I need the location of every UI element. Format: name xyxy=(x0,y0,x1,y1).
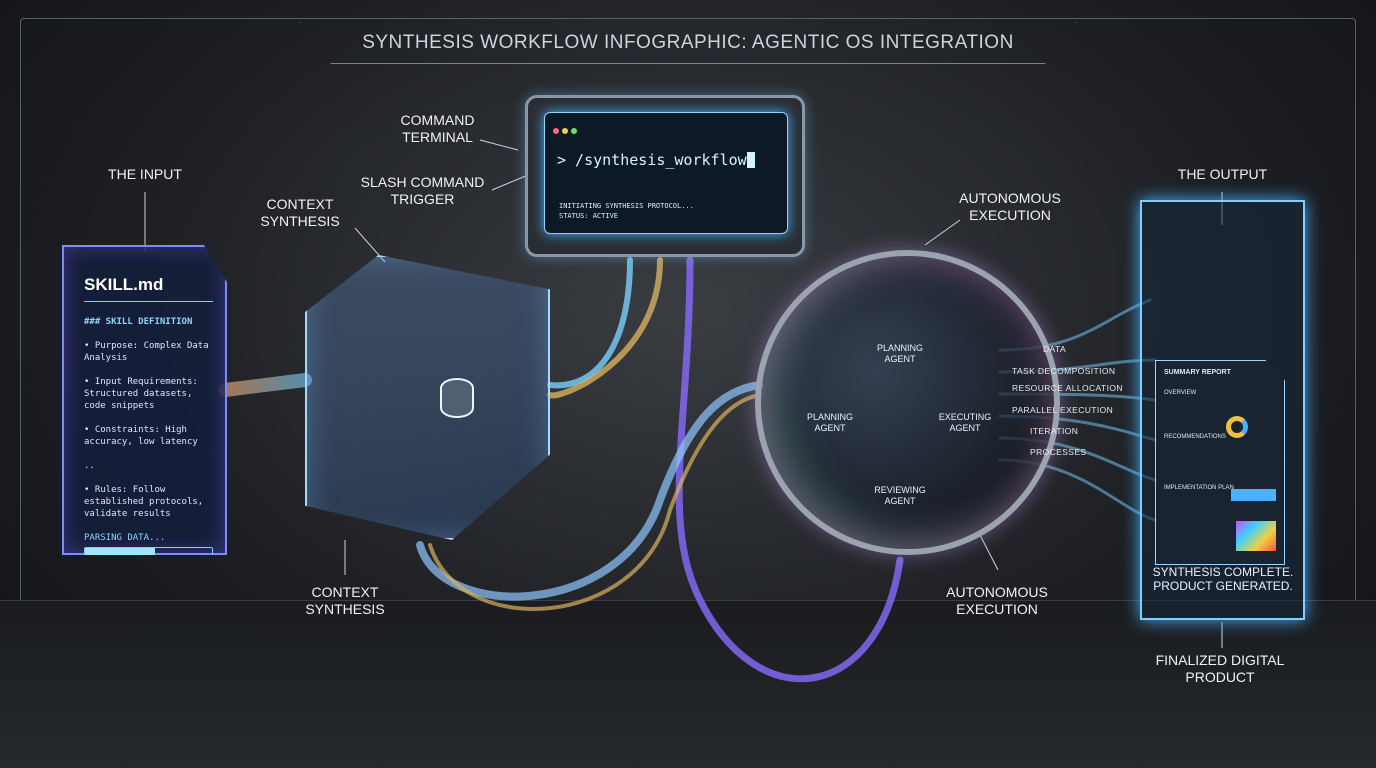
cable-2 xyxy=(547,257,663,399)
donut-chart-icon xyxy=(1226,416,1248,438)
flow-label: ITERATION xyxy=(1030,426,1079,436)
context-synthesis-label-top: CONTEXT SYNTHESIS xyxy=(260,196,340,229)
report-section: IMPLEMENTATION PLAN xyxy=(1164,485,1234,491)
floor xyxy=(0,600,1376,768)
flow-label: TASK DECOMPOSITION xyxy=(1012,366,1116,376)
parsing-progress-bar xyxy=(84,547,213,555)
report-section: OVERVIEW xyxy=(1164,390,1197,396)
autonomous-execution-label-bottom: AUTONOMOUS EXECUTION xyxy=(946,584,1048,617)
command-terminal: > /synthesis_workflow INITIATING SYNTHES… xyxy=(525,95,805,257)
bar-chart-icon xyxy=(1231,471,1276,501)
agent-right: EXECUTING AGENT xyxy=(938,412,992,433)
agent-top: PLANNING AGENT xyxy=(876,343,923,364)
skill-doc-line: • Purpose: Complex Data Analysis xyxy=(84,341,209,363)
flow-label: PROCESSES xyxy=(1030,447,1087,457)
report-title: SUMMARY REPORT xyxy=(1164,369,1231,376)
command-terminal-label: COMMAND TERMINAL xyxy=(400,112,475,145)
report-section: RECOMMENDATIONS xyxy=(1164,434,1226,440)
skill-doc-line: • Constraints: High accuracy, low latenc… xyxy=(84,425,198,447)
context-synthesis-label-bottom: CONTEXT SYNTHESIS xyxy=(305,584,385,617)
autonomous-execution-label-top: AUTONOMOUS EXECUTION xyxy=(959,190,1061,223)
terminal-command: > /synthesis_workflow xyxy=(557,151,747,169)
heatmap-icon xyxy=(1236,521,1276,551)
summary-report: SUMMARY REPORT OVERVIEW RECOMMENDATIONS … xyxy=(1155,360,1285,565)
flow-label: PARALLEL EXECUTION xyxy=(1012,405,1114,415)
agent-bottom: REVIEWING AGENT xyxy=(874,485,926,506)
skill-doc-line: • Input Requirements: Structured dataset… xyxy=(84,377,198,411)
input-label: THE INPUT xyxy=(108,166,182,182)
agent-left: PLANNING AGENT xyxy=(806,412,853,433)
cable-3 xyxy=(675,256,904,683)
database-icon xyxy=(440,378,474,418)
terminal-screen[interactable]: > /synthesis_workflow INITIATING SYNTHES… xyxy=(544,112,788,234)
flow-label: DATA xyxy=(1043,344,1067,354)
cursor xyxy=(746,152,755,168)
cable-5 xyxy=(428,393,762,611)
agent-sphere xyxy=(755,250,1060,555)
progress-fill xyxy=(85,548,155,555)
output-label: THE OUTPUT xyxy=(1177,166,1268,182)
skill-doc-heading: ### SKILL DEFINITION xyxy=(84,317,193,327)
skill-doc-title: SKILL.md xyxy=(84,275,213,302)
cable-1 xyxy=(547,257,633,389)
skill-doc-line: • Rules: Follow established protocols, v… xyxy=(84,485,204,519)
flow-label: RESOURCE ALLOCATION xyxy=(1012,383,1123,393)
slash-trigger-label: SLASH COMMAND TRIGGER xyxy=(360,174,485,207)
flow-lines xyxy=(998,298,1157,522)
terminal-status-2: STATUS: ACTIVE xyxy=(559,212,619,220)
skill-document: SKILL.md ### SKILL DEFINITION • Purpose:… xyxy=(62,245,227,555)
finalized-product-label: FINALIZED DIGITAL PRODUCT xyxy=(1155,652,1285,685)
terminal-status-1: INITIATING SYNTHESIS PROTOCOL... xyxy=(559,202,694,210)
beam-input xyxy=(218,373,312,397)
skill-doc-line: .. xyxy=(84,461,95,471)
window-controls xyxy=(553,119,580,138)
synthesis-complete-banner: SYNTHESIS COMPLETE. PRODUCT GENERATED. xyxy=(1152,565,1294,593)
parsing-status: PARSING DATA... xyxy=(84,533,166,543)
